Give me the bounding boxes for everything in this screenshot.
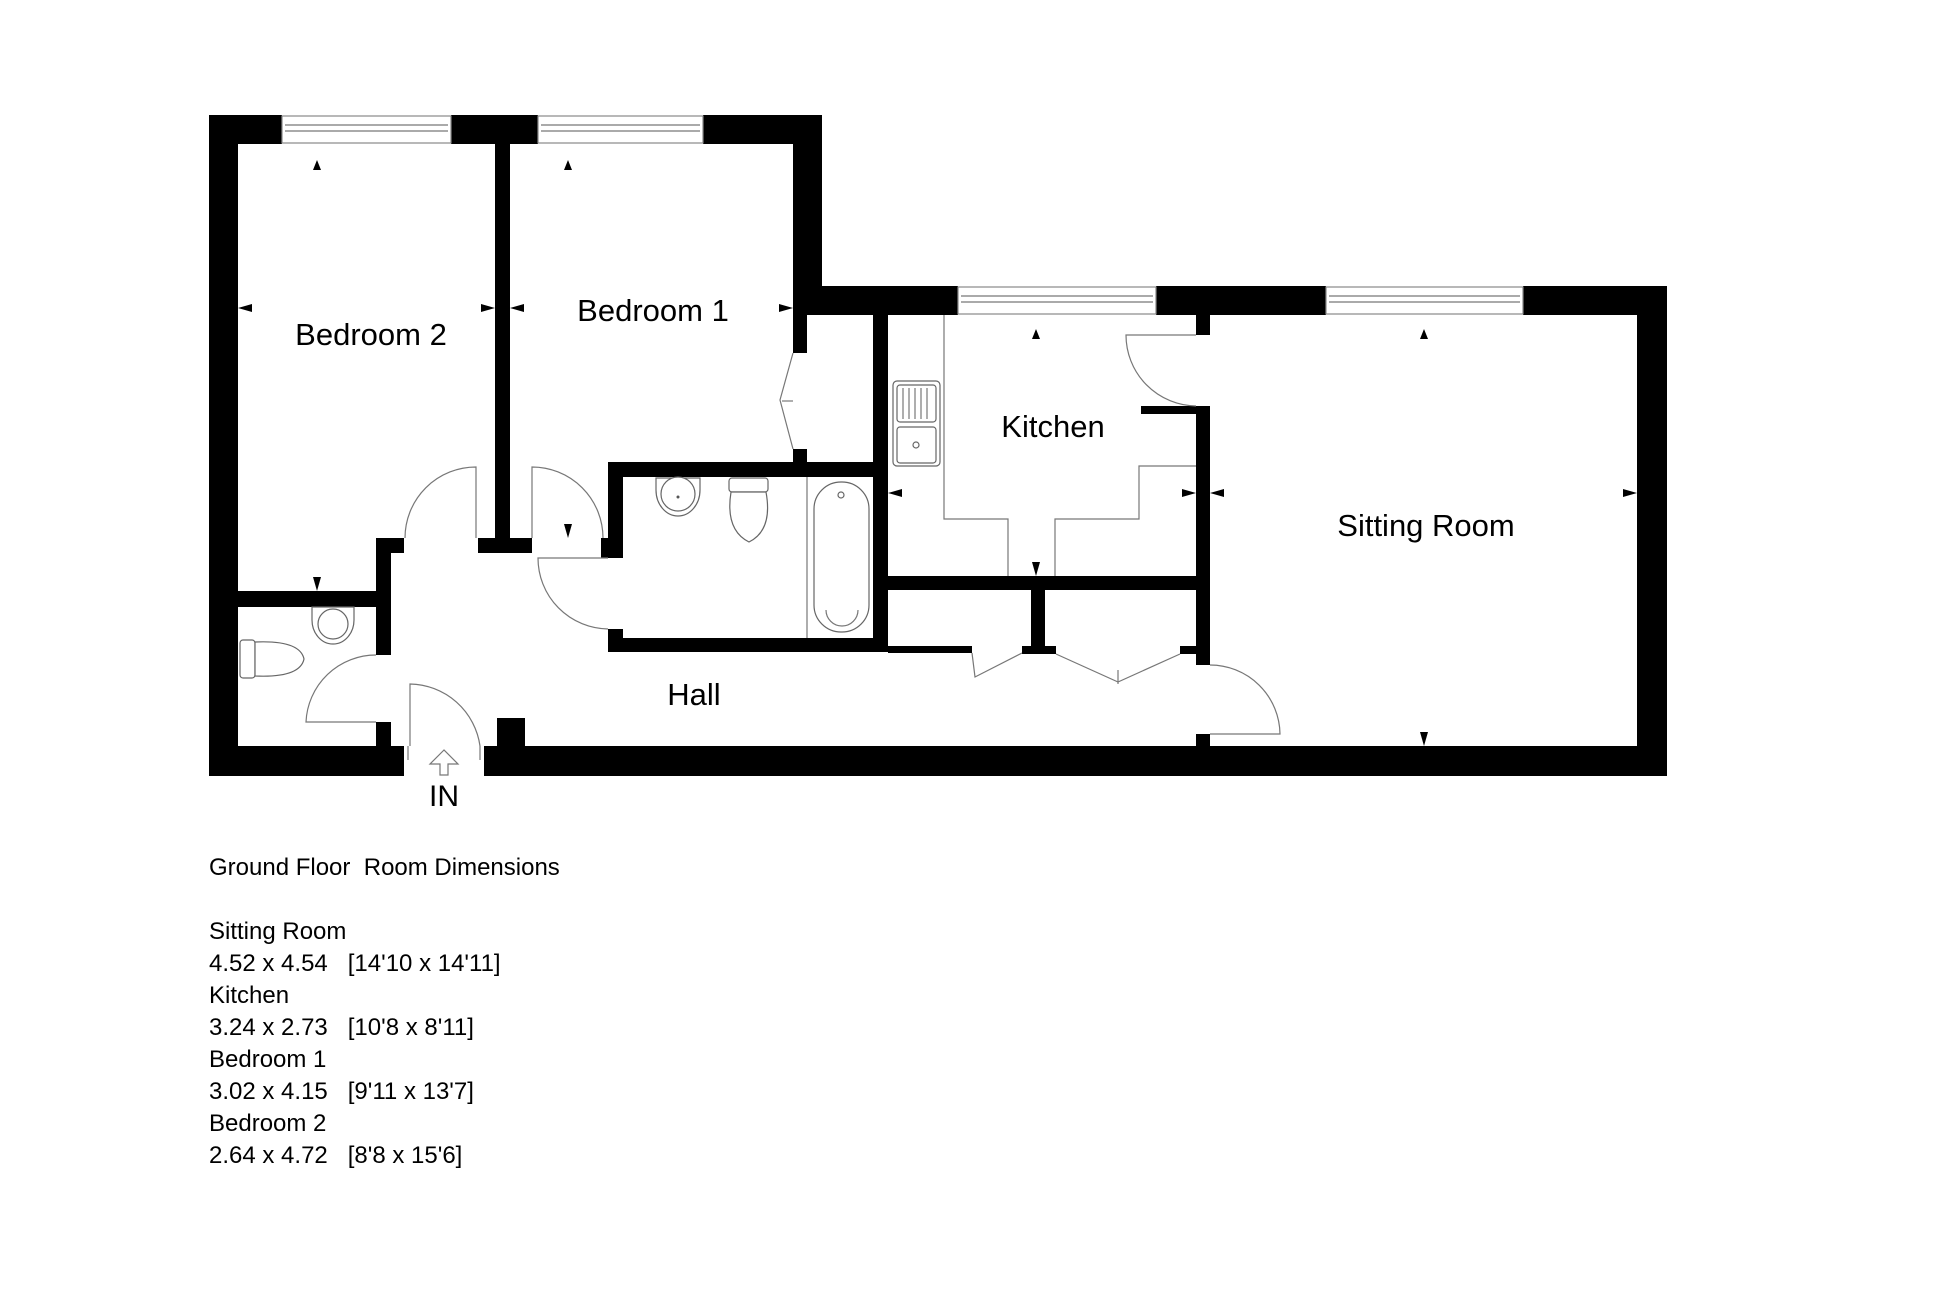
room-label-sitting-room: Sitting Room [1337, 508, 1514, 543]
cloakroom-basin-icon [311, 606, 355, 645]
kitchen-worktop [943, 315, 1009, 576]
toilet-icon [728, 477, 769, 543]
cupboard-bedroom1-doors [779, 352, 794, 450]
room-label-bedroom1: Bedroom 1 [577, 293, 729, 328]
dimensions-title: Ground Floor Room Dimensions [209, 854, 560, 881]
basin-icon [655, 476, 701, 517]
door-bedroom1 [531, 466, 604, 539]
cupboard-hall-doors-1 [971, 652, 1023, 678]
dim-room-name: Kitchen [209, 982, 290, 1009]
dim-room-size: 4.52 x 4.54 [14'10 x 14'11] [209, 950, 501, 977]
entrance-arrow-icon [428, 749, 460, 776]
door-kitchen [1125, 334, 1197, 407]
cloakroom-toilet-icon [239, 639, 305, 679]
door-cloakroom [305, 654, 377, 723]
doors [305, 334, 1281, 760]
dimension-markers [238, 160, 1637, 746]
windows [281, 115, 1524, 315]
dim-room-size: 2.64 x 4.72 [8'8 x 15'6] [209, 1142, 463, 1169]
room-label-kitchen: Kitchen [1001, 409, 1104, 444]
room-dimensions-list: Ground Floor Room Dimensions Sitting Roo… [209, 852, 560, 1172]
room-label-bedroom2: Bedroom 2 [295, 317, 447, 352]
dim-room-name: Bedroom 2 [209, 1110, 327, 1137]
door-sitting-room [1209, 664, 1281, 735]
dim-room-name: Bedroom 1 [209, 1046, 327, 1073]
window-sitting-room [1325, 286, 1524, 315]
window-bedroom2 [281, 115, 452, 144]
room-label-hall: Hall [667, 677, 720, 712]
door-front [409, 683, 481, 747]
outer-walls [209, 115, 1667, 776]
fixtures [239, 315, 1196, 679]
dim-room-name: Sitting Room [209, 918, 347, 945]
dim-room-size: 3.24 x 2.73 [10'8 x 8'11] [209, 1014, 474, 1041]
window-bedroom1 [537, 115, 704, 144]
window-kitchen [957, 286, 1157, 315]
kitchen-sink-icon [892, 380, 941, 467]
dim-room-size: 3.02 x 4.15 [9'11 x 13'7] [209, 1078, 474, 1105]
door-bedroom2 [404, 466, 477, 539]
entrance-label: IN [429, 780, 459, 813]
door-bathroom [537, 557, 609, 630]
bath-icon [806, 477, 870, 638]
internal-walls [238, 144, 1210, 748]
